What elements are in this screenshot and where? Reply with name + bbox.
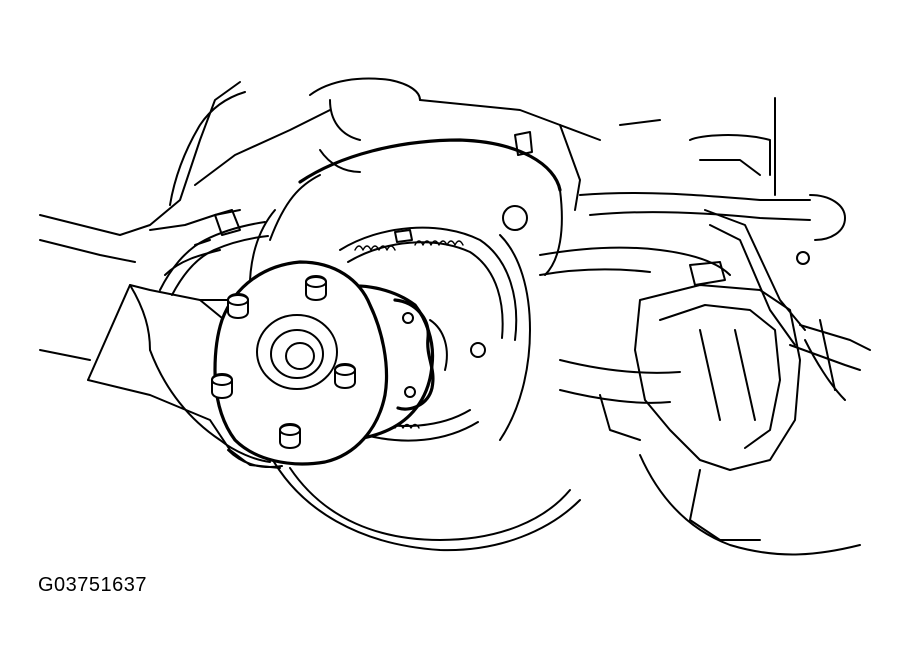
suspension-arm (539, 191, 846, 441)
brake-caliper (634, 261, 861, 556)
brake-line (159, 209, 269, 296)
hold-down-pin-icon (470, 342, 486, 358)
figure-id-label: G03751637 (38, 574, 148, 596)
hub-center-bore (256, 314, 338, 390)
axle-hub-assembly (211, 260, 448, 466)
bolt-icon (796, 251, 810, 265)
wheel-studs (211, 275, 356, 449)
vehicle-body-outline (39, 77, 776, 361)
return-spring-upper-left (354, 245, 396, 251)
return-spring-upper-right (414, 240, 464, 246)
brake-backing-plate (248, 131, 581, 552)
technician-hands (39, 209, 283, 469)
mount-bolt-icon (502, 205, 528, 231)
screwdriver-tool (704, 209, 871, 401)
